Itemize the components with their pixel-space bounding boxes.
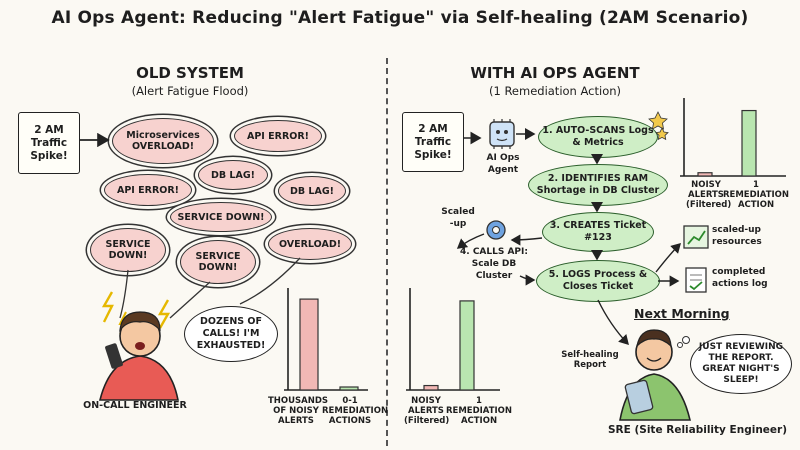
sre-figure xyxy=(619,329,692,421)
alert-burst-db-lag-2: DB LAG! xyxy=(278,176,346,206)
logs-to-scaled-arrow xyxy=(655,243,681,273)
thought-dot xyxy=(682,336,690,344)
next-morning-label: Next Morning xyxy=(634,306,730,321)
ai-system-subheading: (1 Remediation Action) xyxy=(488,84,621,98)
lightning-icon xyxy=(118,311,128,335)
engineer-speech-bubble: DOZENS OF CALLS! I'M EXHAUSTED! xyxy=(184,306,278,362)
alert-burst-overload: OVERLOAD! xyxy=(268,228,352,260)
api-call-step: 4. CALLS API: Scale DB Cluster xyxy=(460,247,528,281)
alert-burst-service-down-1: SERVICE DOWN! xyxy=(170,202,272,232)
ai-trigger-box: 2 AM Traffic Spike! xyxy=(402,112,464,172)
alert-burst-microservices: Microservices OVERLOAD! xyxy=(112,118,214,164)
chart3-label-action: 1 REMEDIATION ACTION xyxy=(722,180,790,210)
chart2-bar-action xyxy=(459,300,475,391)
logs-to-morning-arrow xyxy=(597,299,629,346)
alert-burst-service-down-2: SERVICE DOWN! xyxy=(90,228,166,272)
chart1-bar-alerts xyxy=(299,298,319,391)
ai-agent-icon xyxy=(489,119,515,149)
thought-dot xyxy=(677,342,683,348)
old-system-heading: OLD SYSTEM xyxy=(136,64,244,82)
chart2-ai-system xyxy=(406,288,500,391)
ai-agent-label: AI Ops Agent xyxy=(486,153,520,175)
chart3-bar-noisy xyxy=(697,172,713,177)
self-healing-report-label: Self-healing Report xyxy=(561,350,619,370)
section-divider xyxy=(386,58,388,446)
chart1-label-alerts: THOUSANDS OF NOISY ALERTS xyxy=(268,396,329,426)
growth-chart-icon xyxy=(683,225,709,249)
chart1-label-actions: 0-1 REMEDIATION ACTIONS xyxy=(322,396,389,426)
lightning-icon xyxy=(101,291,114,323)
gear-icon xyxy=(486,220,506,240)
ticket-to-api-arrow xyxy=(510,234,543,246)
alert-burst-api-error-2: API ERROR! xyxy=(104,174,192,206)
old-trigger-box: 2 AM Traffic Spike! xyxy=(18,112,80,174)
alert-burst-api-error-1: API ERROR! xyxy=(234,120,322,152)
step-creates-ticket: 3. CREATES Ticket #123 xyxy=(542,212,654,252)
oncall-engineer-label: ON-CALL ENGINEER xyxy=(83,400,187,411)
sre-speech-bubble: JUST REVIEWING THE REPORT. GREAT NIGHT'S… xyxy=(690,334,792,394)
ai-system-heading: WITH AI OPS AGENT xyxy=(470,64,640,82)
chart2-bar-noisy xyxy=(423,384,439,391)
chart3-ai-system xyxy=(680,98,786,177)
step-identifies-ram: 2. IDENTIFIES RAM Shortage in DB Cluster xyxy=(528,164,668,206)
alert-burst-service-down-3: SERVICE DOWN! xyxy=(180,240,256,284)
chart3-label-noisy: NOISY ALERTS (Filtered) xyxy=(686,180,732,210)
scaled-up-label: Scaled -up xyxy=(441,207,475,229)
chart1-bar-actions xyxy=(339,386,359,391)
step-logs-closes: 5. LOGS Process & Closes Ticket xyxy=(536,260,660,302)
alert-burst-db-lag-1: DB LAG! xyxy=(198,160,268,190)
lightning-icon xyxy=(157,299,171,329)
chart2-label-noisy: NOISY ALERTS (Filtered) xyxy=(404,396,450,426)
chart3-bar-action xyxy=(741,109,757,177)
chart2-label-action: 1 REMEDIATION ACTION xyxy=(445,396,513,426)
step-auto-scans: 1. AUTO-SCANS Logs & Metrics xyxy=(538,116,658,158)
chart1-old-system xyxy=(284,288,368,391)
output-completed-log: completed actions log xyxy=(712,267,768,289)
document-check-icon xyxy=(685,267,707,293)
page-title: AI Ops Agent: Reducing "Alert Fatigue" v… xyxy=(51,8,749,28)
output-scaled-resources: scaled-up resources xyxy=(712,225,762,247)
old-system-subheading: (Alert Fatigue Flood) xyxy=(131,84,249,98)
sre-label: SRE (Site Reliability Engineer) xyxy=(608,424,788,436)
oncall-engineer-figure xyxy=(98,311,179,401)
